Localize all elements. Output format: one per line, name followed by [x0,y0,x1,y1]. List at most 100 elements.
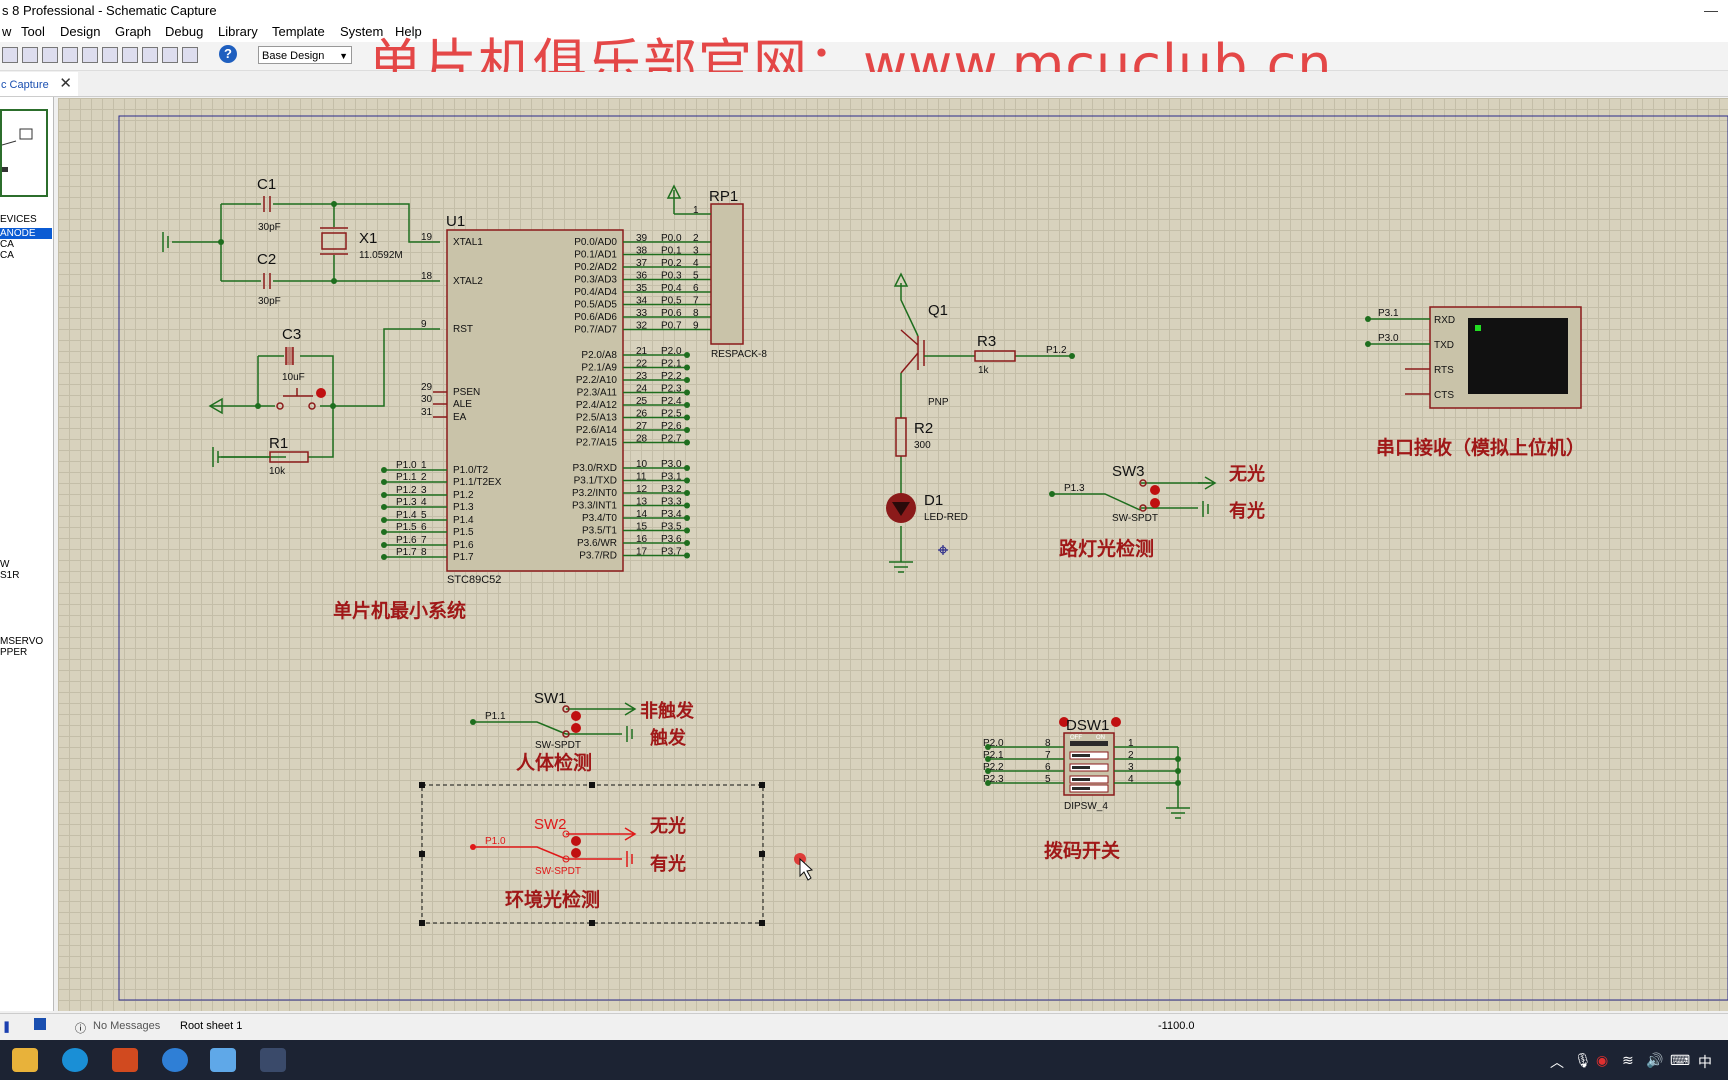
bom-icon[interactable] [142,47,158,63]
u1-pin-number: 8 [421,547,427,558]
device-list: ANODE CA CA [0,228,52,261]
menu-library[interactable]: Library [218,24,258,39]
u1-pin-name: P2.4/A12 [576,400,618,411]
net-label: P2.5 [661,409,682,420]
switch-sw2[interactable] [470,827,637,867]
u1-pin-number: 12 [636,484,648,495]
design-variant-select[interactable]: Base Design ▼ [258,46,352,64]
edge-browser-icon[interactable] [62,1048,88,1072]
menu-tool[interactable]: Tool [21,24,45,39]
device-item[interactable]: CA [0,250,14,261]
stop-icon[interactable] [34,1018,46,1030]
play-icon[interactable]: ❚ [2,1021,12,1033]
mouse-cursor-icon [794,853,814,881]
dip-switch-dsw1[interactable] [985,717,1190,819]
device-item[interactable] [0,625,43,636]
sw3-ref: SW3 [1112,463,1145,480]
proteus-isis-icon[interactable] [210,1048,236,1072]
u1-pin-number: 37 [636,258,648,269]
device-item[interactable]: W [0,559,10,570]
menu-view[interactable]: w [2,24,12,39]
sw1-out1: 非触发 [640,700,695,722]
menu-graph[interactable]: Graph [115,24,152,39]
pin-junction [381,554,387,560]
dsw1-pin-number: 8 [1045,738,1051,749]
schematic-icon[interactable] [42,47,58,63]
component-icon[interactable] [162,47,178,63]
notes-icon[interactable] [182,47,198,63]
device-item[interactable]: ANODE [0,228,52,239]
virtual-terminal[interactable] [1365,306,1582,409]
device-item[interactable]: MSERVO [0,636,44,647]
pin-junction [381,517,387,523]
search-app-icon[interactable] [162,1048,188,1072]
wifi-icon[interactable]: ≋ [1622,1052,1634,1068]
design-explorer-icon[interactable] [122,47,138,63]
3d-icon[interactable] [82,47,98,63]
sw1-part: SW-SPDT [535,740,581,751]
dsw1-off-label: OFF [1070,735,1082,741]
menu-debug[interactable]: Debug [165,24,204,39]
ime-indicator[interactable]: 中 [1698,1054,1712,1070]
switch-sw2-selection[interactable] [419,782,765,926]
chevron-up-icon[interactable]: ︿ [1550,1054,1564,1070]
net-label: P2.0 [661,346,682,357]
resistor-pack-rp1[interactable] [666,184,744,345]
net-label: P3.6 [661,534,682,545]
mcu-u1[interactable] [446,229,624,572]
menu-template[interactable]: Template [272,24,325,39]
u1-ref: U1 [446,213,465,230]
gerber-icon[interactable] [102,47,118,63]
window-title: s 8 Professional - Schematic Capture [2,3,217,18]
sw2-part: SW-SPDT [535,866,581,877]
schematic-canvas[interactable]: .w{stroke:#1e6e1e;stroke-width:1.5;fill:… [58,98,1728,1011]
close-icon[interactable]: ✕ [59,75,72,92]
device-item[interactable] [0,592,43,603]
pin-junction [381,492,387,498]
device-item[interactable] [0,581,43,592]
schematic-drawing[interactable]: .w{stroke:#1e6e1e;stroke-width:1.5;fill:… [58,98,1728,1011]
menu-design[interactable]: Design [60,24,101,39]
help-icon[interactable]: ? [219,45,237,63]
device-item[interactable] [0,614,43,625]
u1-pin-name: P0.0/AD0 [574,237,617,248]
switch-sw1[interactable] [470,702,637,742]
office-icon[interactable] [112,1048,138,1072]
q1-part: PNP [928,397,949,408]
microphone-icon[interactable]: 🎙 [1574,1052,1592,1068]
proteus-active-icon[interactable] [260,1048,286,1072]
u1-pin-number: 14 [636,509,648,520]
device-item[interactable] [0,603,43,614]
toolbar-icon-1[interactable] [2,47,18,63]
u1-pin-number: 32 [636,321,648,332]
record-icon[interactable]: ◉ [1596,1052,1609,1068]
menu-system[interactable]: System [340,24,384,39]
device-item[interactable]: CA [0,239,14,250]
u1-pin-name: P3.0/RXD [573,463,617,474]
home-icon[interactable] [22,47,38,63]
switch-sw3[interactable] [1049,476,1217,517]
sheet-status: Root sheet 1 [180,1020,243,1032]
c2-ref: C2 [257,251,276,268]
pin-junction [684,465,690,471]
pin-junction [381,529,387,535]
keyboard-icon[interactable]: ⌨ [1670,1052,1691,1068]
pin-junction [684,377,690,383]
rp1-pin-number: 9 [693,321,699,332]
volume-icon[interactable]: 🔊 [1646,1052,1664,1068]
u1-pin-number: 36 [636,271,648,282]
overview-window[interactable] [0,109,48,197]
sw3-out1: 无光 [1229,463,1265,485]
tab-schematic-capture[interactable]: c Capture ✕ [0,72,78,96]
transistor-circuit[interactable] [886,272,1075,573]
message-status[interactable]: No Messages [93,1020,161,1032]
file-explorer-icon[interactable] [12,1048,38,1072]
menu-help[interactable]: Help [395,24,422,39]
device-item[interactable]: PPER [0,647,28,658]
c2-value: 30pF [258,296,281,307]
device-item[interactable]: S1R [0,570,20,581]
pcb-icon[interactable] [62,47,78,63]
u1-pin-name: P1.1/T2EX [453,477,502,488]
minimize-icon[interactable]: — [1704,2,1718,18]
